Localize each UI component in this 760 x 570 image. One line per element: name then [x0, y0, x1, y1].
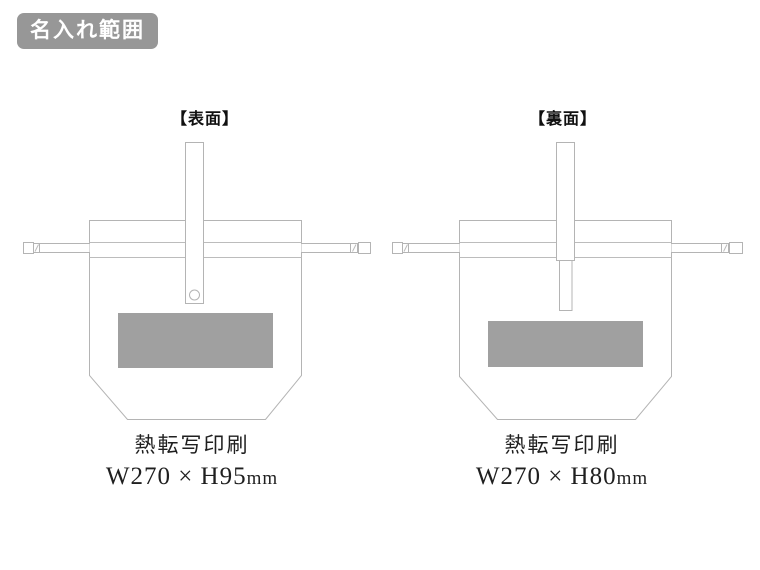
back-print-caption: 熱転写印刷 W270 × H80mm: [442, 433, 682, 491]
front-right-cord-toggle: [358, 242, 371, 254]
front-print-size: W270 × H95mm: [72, 463, 312, 491]
back-bag-drawing: [392, 142, 743, 420]
back-right-cord-crimp-mark: [723, 244, 728, 252]
front-print-method: 熱転写印刷: [134, 433, 250, 457]
back-handle-strap: [556, 142, 575, 261]
front-right-cord: [301, 243, 351, 253]
back-right-cord: [671, 243, 722, 253]
front-print-size-value: W270 × H95: [105, 463, 247, 491]
back-side-label: 【裏面】: [528, 111, 597, 128]
front-left-cord-toggle: [23, 242, 34, 254]
back-left-cord-crimp-mark: [403, 244, 408, 252]
front-strap-grommet: [189, 289, 200, 301]
back-print-area: [488, 321, 643, 367]
imprint-range-badge: 名入れ範囲: [17, 13, 158, 49]
back-right-cord-toggle: [729, 242, 743, 254]
front-left-cord: [38, 243, 90, 253]
front-bag-drawing: [23, 142, 371, 420]
back-bag-body: [459, 220, 672, 420]
front-side-label: 【表面】: [170, 111, 239, 128]
front-handle-strap: [185, 142, 204, 304]
front-print-caption: 熱転写印刷 W270 × H95mm: [72, 433, 312, 491]
back-print-method: 熱転写印刷: [504, 433, 620, 457]
back-left-cord: [408, 243, 460, 253]
front-right-cord-crimp-mark: [352, 244, 357, 252]
back-print-size-unit: mm: [616, 468, 649, 490]
front-left-cord-crimp-mark: [34, 244, 39, 252]
front-print-area: [118, 313, 273, 368]
front-print-size-unit: mm: [246, 468, 279, 490]
back-strap-sewn-end: [559, 260, 573, 311]
back-print-size-value: W270 × H80: [475, 463, 617, 491]
back-left-cord-toggle: [392, 242, 403, 254]
back-print-size: W270 × H80mm: [442, 463, 682, 491]
